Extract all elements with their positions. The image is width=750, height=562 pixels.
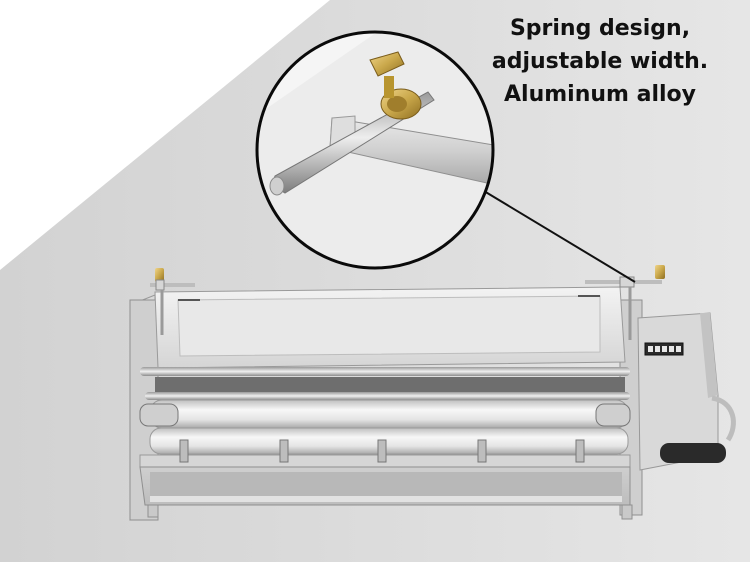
crank-handle bbox=[660, 443, 726, 463]
laminator-machine bbox=[129, 265, 736, 521]
caption-line-3: Aluminum alloy bbox=[504, 82, 696, 107]
caption-line-2: adjustable width. bbox=[491, 49, 709, 74]
caption-line-1: Spring design, bbox=[509, 16, 691, 41]
callout-line bbox=[473, 184, 636, 283]
zoom-detail-circle bbox=[255, 30, 495, 270]
